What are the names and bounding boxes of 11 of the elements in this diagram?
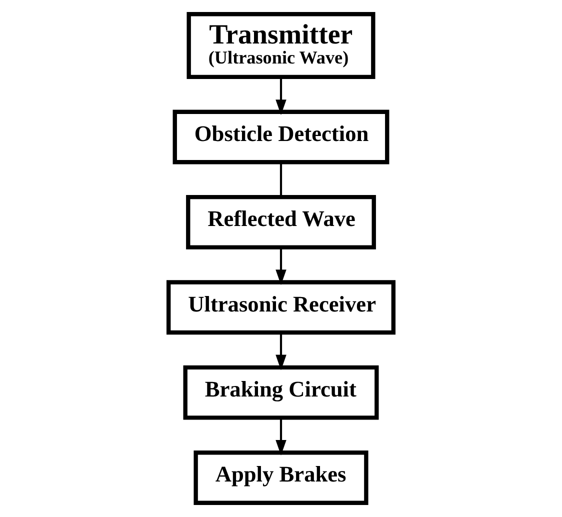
arrow xyxy=(276,332,286,370)
connector xyxy=(280,162,282,197)
node-box: Transmitter (Ultrasonic Wave) xyxy=(186,12,376,80)
arrow xyxy=(276,248,286,285)
node-box: Obsticle Detection xyxy=(172,110,390,164)
node-box: Reflected Wave xyxy=(186,194,376,250)
node-box: Braking Circuit xyxy=(183,365,379,420)
arrow xyxy=(276,77,286,115)
arrow xyxy=(276,418,286,456)
node-box: Ultrasonic Receiver xyxy=(166,280,396,335)
node-box: Apply Brakes xyxy=(194,450,368,505)
